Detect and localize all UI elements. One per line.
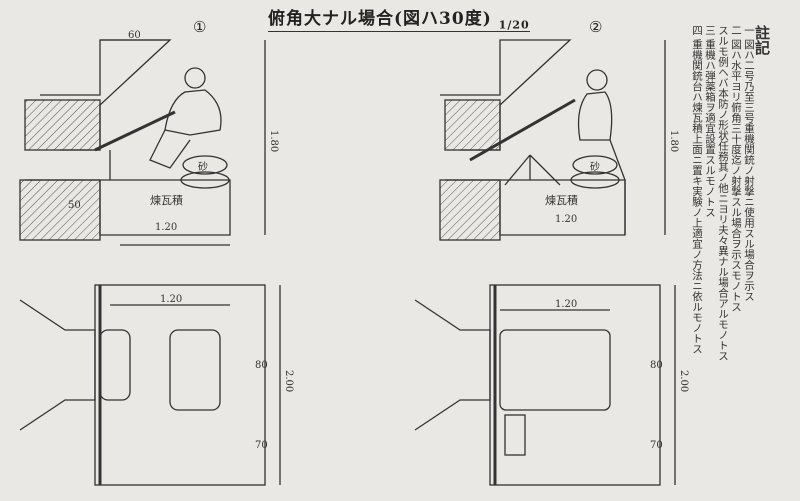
dim-depth-1: 1.20 bbox=[155, 222, 178, 233]
drawing-title: 俯角大ナル場合(図ハ30度) 1/20 bbox=[268, 4, 530, 33]
note-line: 二 図ハ水平ヨリ俯角三十度迄ノ射撃スル場合ヲ示スモノトス bbox=[730, 25, 742, 312]
note-line: 一 図ハ二号乃至三号重機関銃ノ射撃ニ使用スル場合ヲ示ス bbox=[743, 25, 755, 302]
dim-70-2: 70 bbox=[650, 440, 663, 451]
dim-plan-length-2: 2.00 bbox=[678, 370, 689, 393]
sandbag-label-2: 砂 bbox=[590, 162, 600, 173]
dim-plan-width-1: 1.20 bbox=[160, 294, 183, 305]
plan-view-2 bbox=[414, 284, 676, 486]
section-view-1 bbox=[19, 39, 266, 246]
dim-80-1: 80 bbox=[255, 360, 268, 371]
plan-view-1 bbox=[19, 284, 281, 486]
notes-block: 註記 一 図ハ二号乃至三号重機関銃ノ射撃ニ使用スル場合ヲ示ス 二 図ハ水平ヨリ俯… bbox=[690, 25, 771, 455]
dim-top-width: 60 bbox=[128, 30, 141, 41]
dim-depth-2: 1.20 bbox=[555, 214, 578, 225]
dim-height-1: 1.80 bbox=[268, 130, 279, 153]
note-line: スルモ例ヘバ本防ノ形状任務其ノ他ニヨリ夫々異ナル場合アルモノトス bbox=[717, 25, 729, 361]
note-line: 四 重機関銃台ハ煉瓦積上面ニ置キ実験ノ上適宜ノ方法ニ依ルモノトス bbox=[691, 25, 703, 354]
sandbag-label-1: 砂 bbox=[198, 162, 208, 173]
title-text: 俯角大ナル場合(図ハ30度) bbox=[268, 9, 492, 29]
dim-plan-length-1: 2.00 bbox=[283, 370, 294, 393]
section-view-2 bbox=[439, 39, 666, 241]
dim-50: 50 bbox=[68, 200, 81, 211]
dim-height-2: 1.80 bbox=[668, 130, 679, 153]
dim-80-2: 80 bbox=[650, 360, 663, 371]
dim-70-1: 70 bbox=[255, 440, 268, 451]
scale-label: 1/20 bbox=[498, 18, 530, 32]
material-label-1: 煉瓦積 bbox=[150, 194, 183, 207]
figure-label-1: ① bbox=[193, 18, 207, 36]
dim-plan-width-2: 1.20 bbox=[555, 299, 578, 310]
notes-heading: 註記 bbox=[753, 25, 771, 55]
material-label-2: 煉瓦積 bbox=[545, 194, 578, 207]
note-line: 三 重機ハ弾薬箱ヲ適宜設置スルモノトス bbox=[704, 25, 716, 218]
figure-label-2: ② bbox=[589, 18, 603, 36]
